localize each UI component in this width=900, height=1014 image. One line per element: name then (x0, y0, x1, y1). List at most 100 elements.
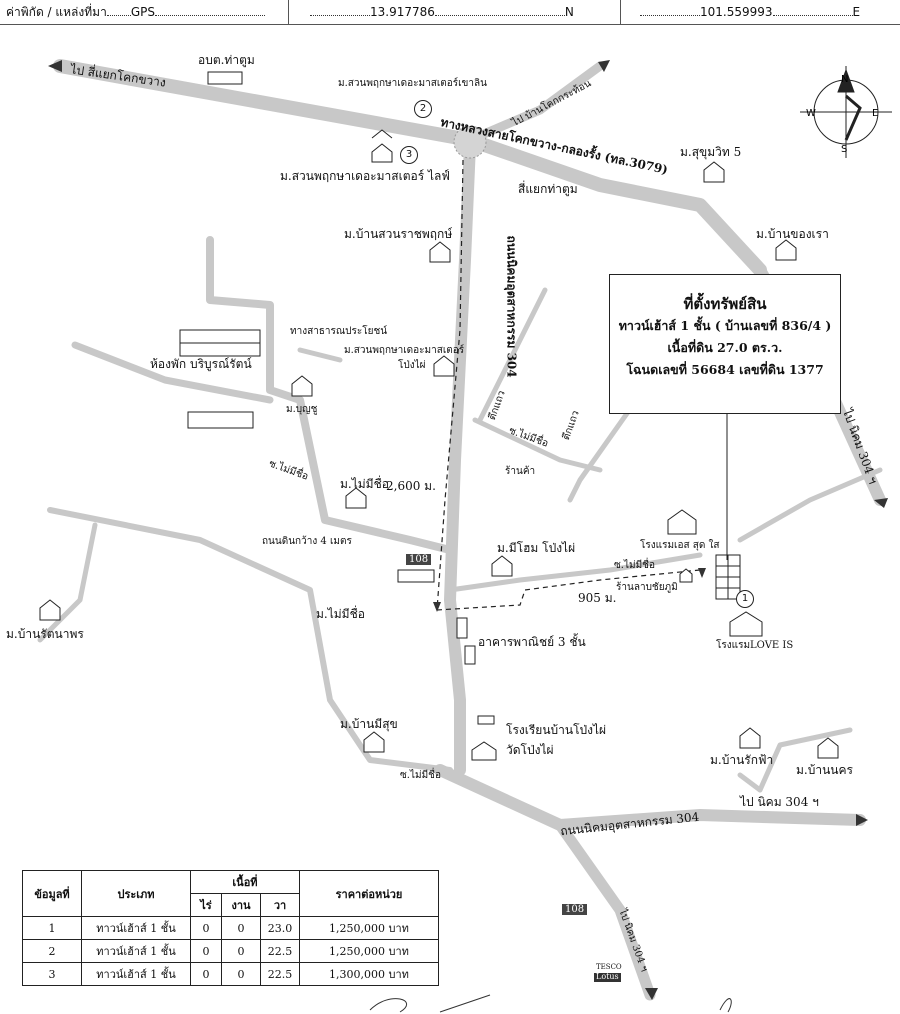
house-icons (39, 129, 839, 761)
label-sukhumvit5: ม.สุขุมวิท 5 (680, 145, 742, 159)
coordinate-header: ค่าพิกัด / แหล่งที่มา GPS 13.917786 N 101.… (0, 0, 900, 25)
label-mai-mee-chue-2: ม.ไม่มีชื่อ (316, 607, 365, 621)
label-mai-mee-chue-1: ม.ไม่มีชื่อ (340, 477, 389, 491)
left-road-3 (47, 507, 453, 773)
label-dist-905: 905 ม. (578, 591, 617, 605)
soi-to-property (447, 552, 703, 593)
arrow-to-kok-kra-thon (598, 60, 610, 72)
arrow-to-nikom-right (874, 498, 888, 508)
th-rai: ไร่ (190, 893, 222, 917)
comparison-table: ข้อมูลที่ ประเภท เนื้อที่ ราคาต่อหน่วย ไ… (22, 870, 439, 986)
label-boonchu: ม.บุญชู (286, 404, 318, 415)
th-type: ประเภท (81, 870, 191, 917)
label-tha-tum-junction: สี่แยกท่าตูม (518, 182, 578, 196)
tha-tum-junction-circle (453, 125, 487, 159)
label-commercial-building: อาคารพาณิชย์ 3 ชั้น (478, 635, 586, 649)
store-108-building (397, 569, 435, 583)
commercial-building-2 (464, 645, 476, 665)
th-no: ข้อมูลที่ (22, 870, 82, 917)
right-road-east (737, 467, 883, 543)
marker-2: 2 (414, 100, 432, 118)
mid-road-3 (567, 392, 643, 503)
left-road-1 (206, 236, 454, 554)
longitude-dir: E (852, 5, 861, 19)
info-line-3: เนื้อที่ดิน 27.0 ตร.ว. (667, 340, 783, 355)
compass-w: W (806, 108, 816, 119)
th-price: ราคาต่อหน่วย (299, 870, 439, 917)
table-row: 2 ทาวน์เฮ้าส์ 1 ชั้น 0 0 22.5 1,250,000 … (22, 939, 439, 963)
label-shop: ร้านค้า (505, 466, 536, 477)
label-ban-rattanaporn: ม.บ้านรัตนาพร (6, 627, 84, 641)
map-canvas: N S E W (37, 59, 892, 1013)
latitude-value: 13.917786 (370, 5, 435, 19)
label-to-nikom-bottom: ไป นิคม 304 ฯ (740, 795, 819, 809)
longitude-cell: 101.559993 E (640, 0, 860, 24)
marker-3: 3 (400, 146, 418, 164)
arrow-to-kok-kwang (48, 60, 62, 72)
nikom-304-bottom-road (434, 764, 866, 831)
label-hotel-love: โรงแรมLOVE IS (716, 640, 794, 651)
signature-marks (369, 994, 732, 1013)
label-public-way: ทางสาธารณประโยชน์ (290, 326, 388, 337)
arrow-property (698, 568, 706, 578)
label-lab-shop: ร้านลาบชัยภูมิ (616, 582, 678, 593)
road-to-south (554, 819, 656, 1001)
compass-e: E (872, 108, 878, 119)
info-line-2: ทาวน์เฮ้าส์ 1 ชั้น ( บ้านเลขที่ 836/4 ) (618, 318, 832, 333)
highway-to-east (465, 61, 605, 145)
right-lower-road-2 (737, 772, 763, 793)
nikom-304-vertical-road (444, 139, 476, 776)
label-ban-mee-suk: ม.บ้านมีสุข (340, 717, 398, 731)
property-info-box: ที่ตั้งทรัพย์สิน ทาวน์เฮ้าส์ 1 ชั้น ( บ้… (609, 274, 841, 414)
label-suanpruksa-life: ม.สวนพฤกษาเดอะมาสเตอร์ ไลฟ์ (280, 169, 450, 183)
coord-label: ค่าพิกัด / แหล่งที่มา (6, 5, 107, 19)
mid-road-1 (477, 287, 548, 423)
arrow-to-south (645, 988, 658, 1000)
label-ban-khong-rao: ม.บ้านของเรา (756, 227, 829, 241)
label-soi-3: ซ.ไม่มีชื่อ (614, 560, 655, 571)
label-suanpruksa-pongpai-1: ม.สวนพฤกษาเดอะมาสเตอร์ (344, 345, 465, 356)
obt-building (207, 71, 243, 85)
label-hotel-es: โรงแรมเอส สุด ใส (640, 540, 720, 551)
label-store-108-b: 108 (562, 904, 588, 915)
marker-1: 1 (736, 590, 754, 608)
label-nikom-304-vertical: ถนนนิคมอุตสาหกรรม 304 (504, 235, 519, 378)
longitude-value: 101.559993 (700, 5, 773, 19)
label-tesco-1: TESCO (596, 963, 622, 971)
th-area: เนื้อที่ (190, 870, 300, 894)
label-temple: วัดโป่งไผ่ (506, 743, 554, 757)
label-obt-tha-tum: อบต.ท่าตูม (198, 53, 255, 67)
label-ban-rak-fa: ม.บ้านรักฟ้า (710, 753, 774, 767)
arrow-dashed-end (433, 602, 441, 612)
label-dist-2600: 2,600 ม. (386, 479, 436, 493)
left-road-5 (297, 347, 343, 363)
left-road-4 (37, 522, 98, 643)
compass-n: N (841, 74, 848, 85)
arrow-to-nikom-bottom (856, 814, 868, 826)
label-ban-suan-ratchaphruek: ม.บ้านสวนราชพฤกษ์ (344, 227, 453, 241)
label-suanpruksa-khaolin: ม.สวนพฤกษาเดอะมาสเตอร์เขาลิน (338, 78, 487, 89)
coord-label-cell: ค่าพิกัด / แหล่งที่มา GPS (6, 0, 265, 24)
label-soi-4: ซ.ไม่มีชื่อ (400, 770, 441, 781)
label-room-boriboon: ห้องพัก บริบูรณ์รัตน์ (150, 357, 252, 371)
latitude-cell: 13.917786 N (310, 0, 574, 24)
th-ngan: งาน (221, 893, 261, 917)
compass-rose (800, 66, 892, 158)
info-line-4: โฉนดเลขที่ 56684 เลขที่ดิน 1377 (626, 362, 824, 377)
table-row: 3 ทาวน์เฮ้าส์ 1 ชั้น 0 0 22.5 1,300,000 … (22, 962, 439, 986)
label-store-108-a: 108 (406, 554, 432, 565)
highway-3079-road (53, 59, 767, 277)
left-road-2 (71, 341, 274, 404)
commercial-building-1 (456, 617, 468, 639)
info-title: ที่ตั้งทรัพย์สิน (683, 295, 767, 313)
right-lower-road (757, 727, 853, 793)
coord-source: GPS (130, 5, 155, 19)
latitude-dir: N (564, 5, 574, 19)
compass-s: S (841, 144, 847, 155)
room-building-2 (187, 411, 254, 429)
label-ban-nakhon: ม.บ้านนคร (796, 763, 853, 777)
label-mee-home: ม.มีโฮม โป่งไผ่ (497, 541, 576, 555)
th-wa: วา (260, 893, 300, 917)
label-tesco-2: Lotus (594, 972, 621, 982)
label-school: โรงเรียนบ้านโป่งไผ่ (506, 723, 607, 737)
